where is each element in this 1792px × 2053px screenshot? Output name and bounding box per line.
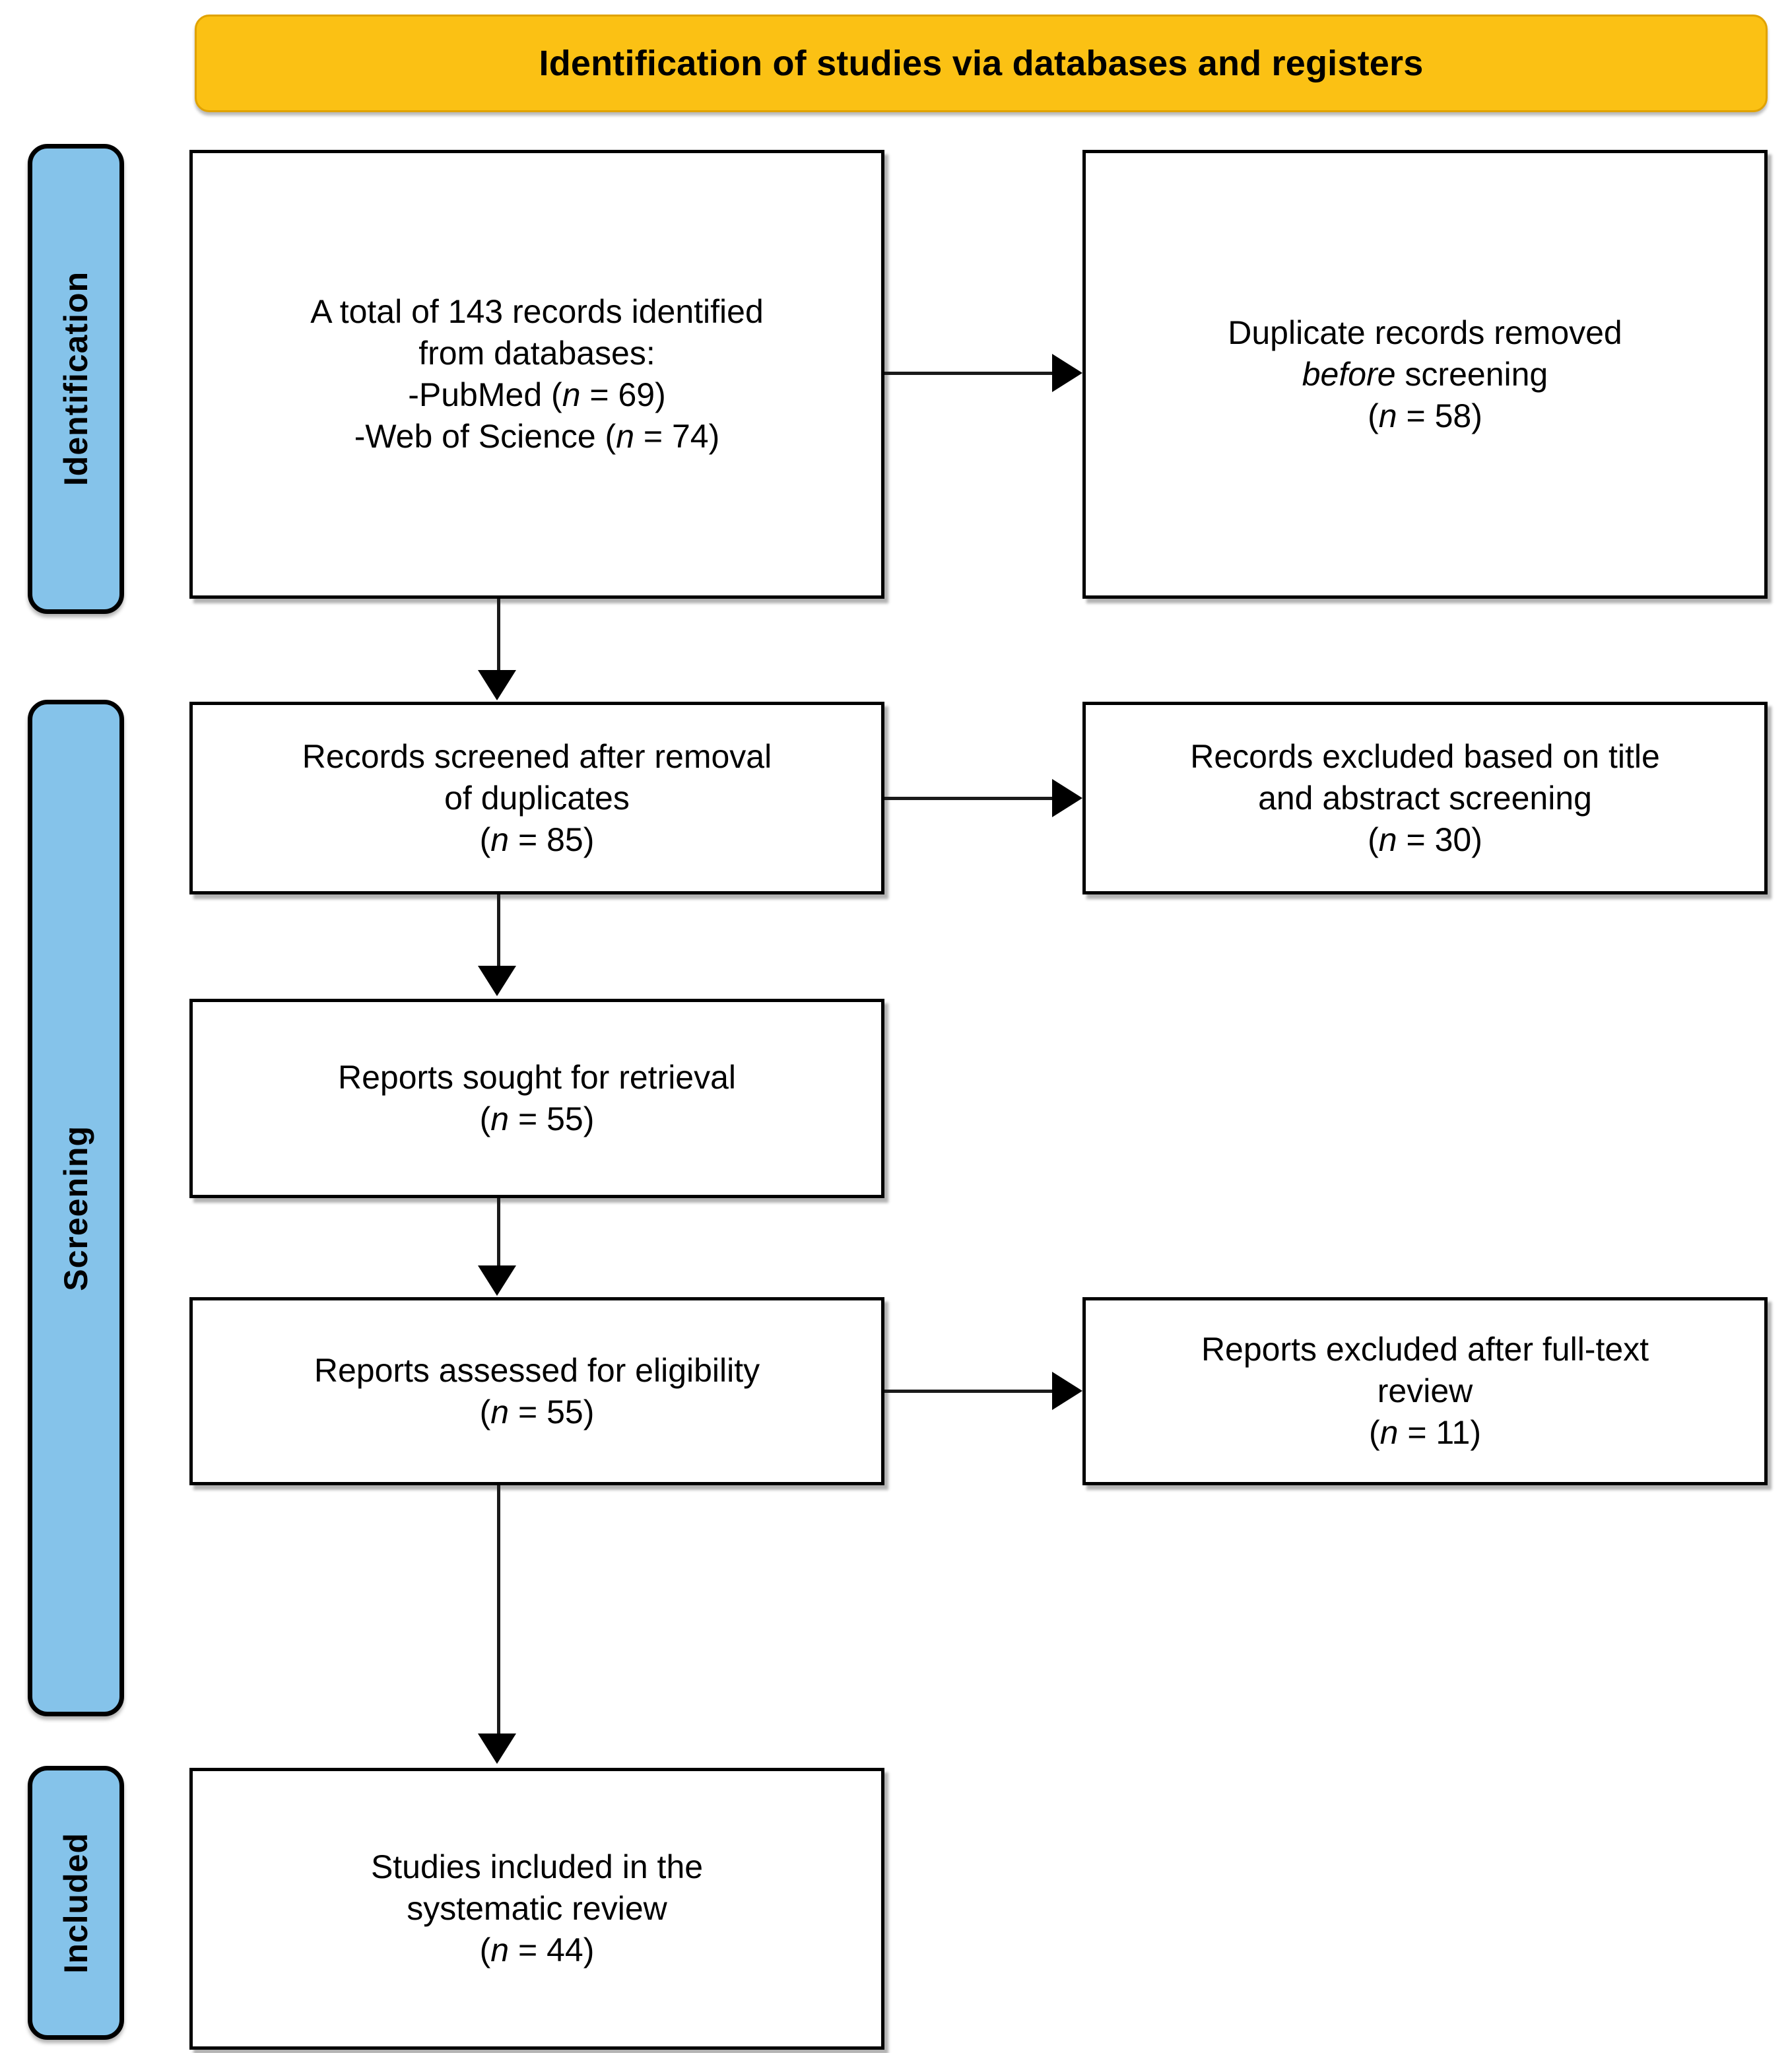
source-1-prefix: -PubMed ( [408,376,562,413]
count-prefix: ( [479,1932,491,1969]
node-line-1: Duplicate records removed [1228,314,1622,351]
node-text: Duplicate records removed before screeni… [1228,312,1622,437]
node-line-1: Records screened after removal [302,737,772,775]
count-value: = 85) [509,821,595,858]
stage-label-text: Included [57,1832,94,1974]
arrow-right-icon [1052,1372,1082,1410]
count-n-symbol: n [490,1100,510,1137]
node-text: Records screened after removal of duplic… [302,736,772,861]
connector-identified-to-screened [497,599,500,671]
count-n-symbol: n [1379,1414,1399,1451]
node-text: Records excluded based on title and abst… [1190,736,1660,861]
node-text: Studies included in the systematic revie… [371,1846,703,1971]
count-value: = 58) [1397,397,1482,434]
node-line-2-rest: screening [1395,355,1548,393]
connector-screened-to-sought [497,894,500,967]
arrow-down-icon [478,670,516,700]
count-prefix: ( [479,821,491,858]
count-value: = 11) [1398,1414,1481,1451]
node-text: Reports excluded after full-text review … [1201,1329,1649,1454]
count-prefix: ( [1368,821,1379,858]
page-title: Identification of studies via databases … [539,44,1424,83]
connector-identified-to-duplicates [884,372,1055,375]
connector-assessed-to-included [497,1485,500,1735]
count-prefix: ( [479,1100,491,1137]
node-reports-excluded-full-text: Reports excluded after full-text review … [1082,1297,1768,1485]
node-reports-assessed-for-eligibility: Reports assessed for eligibility (n = 55… [189,1297,884,1485]
count-prefix: ( [1368,397,1379,434]
source-1-n-symbol: n [562,376,581,413]
arrow-down-icon [478,966,516,996]
node-line-2: review [1377,1372,1473,1409]
stage-label-screening: Screening [28,700,124,1716]
stage-label-identification: Identification [28,144,124,614]
count-value: = 44) [509,1932,595,1969]
arrow-right-icon [1052,354,1082,392]
stage-label-text: Screening [57,1125,94,1291]
count-prefix: ( [479,1393,491,1430]
count-value: = 55) [509,1100,595,1137]
node-line-1: Records excluded based on title [1190,737,1660,775]
node-text: Reports sought for retrieval (n = 55) [338,1057,736,1140]
node-line-1: A total of 143 records identified [310,293,764,330]
node-text: Reports assessed for eligibility (n = 55… [314,1350,760,1433]
arrow-right-icon [1052,779,1082,817]
node-records-identified: A total of 143 records identified from d… [189,150,884,599]
node-records-screened: Records screened after removal of duplic… [189,702,884,894]
node-line-2: systematic review [407,1890,667,1927]
connector-screened-to-excluded [884,797,1055,800]
count-n-symbol: n [1378,821,1397,858]
node-text: A total of 143 records identified from d… [310,291,764,457]
node-line-1: Reports assessed for eligibility [314,1351,760,1389]
node-line-2-italic: before [1302,355,1396,393]
source-2-count: = 74) [634,418,720,455]
arrow-down-icon [478,1265,516,1296]
count-n-symbol: n [490,1393,510,1430]
connector-sought-to-assessed [497,1198,500,1267]
source-1-count: = 69) [580,376,666,413]
node-line-1: Reports sought for retrieval [337,1059,737,1096]
node-line-2: and abstract screening [1258,779,1592,817]
count-prefix: ( [1368,1414,1380,1451]
node-studies-included: Studies included in the systematic revie… [189,1768,884,2050]
connector-assessed-to-excluded-fulltext [884,1390,1055,1393]
count-n-symbol: n [490,1932,510,1969]
node-line-2: from databases: [418,335,655,372]
node-line-1: Studies included in the [370,1848,704,1885]
count-n-symbol: n [490,821,510,858]
node-line-1: Reports excluded after full-text [1201,1331,1649,1368]
stage-label-included: Included [28,1766,124,2040]
count-value: = 55) [509,1393,595,1430]
node-duplicate-records-removed: Duplicate records removed before screeni… [1082,150,1768,599]
source-2-n-symbol: n [616,418,635,455]
count-n-symbol: n [1378,397,1397,434]
node-reports-sought-for-retrieval: Reports sought for retrieval (n = 55) [189,999,884,1198]
node-line-2: of duplicates [444,779,630,817]
stage-label-text: Identification [57,271,94,487]
arrow-down-icon [478,1733,516,1764]
count-value: = 30) [1397,821,1482,858]
node-records-excluded-title-abstract: Records excluded based on title and abst… [1082,702,1768,894]
diagram-header-banner: Identification of studies via databases … [195,15,1768,112]
source-2-prefix: -Web of Science ( [354,418,616,455]
